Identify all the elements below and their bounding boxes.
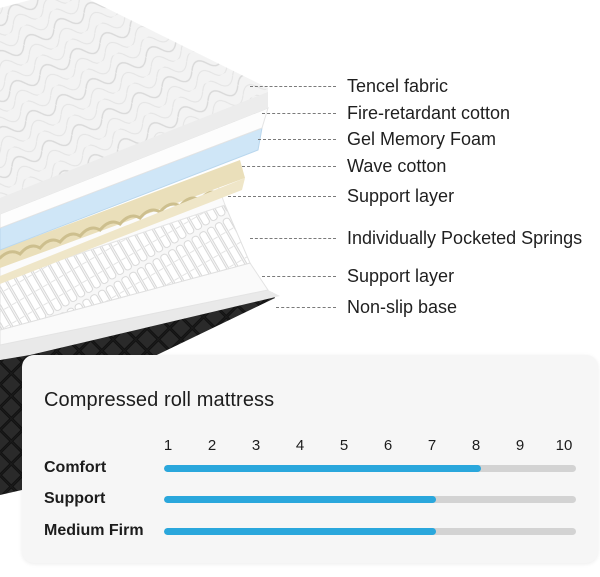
scale-number-3: 3: [251, 437, 261, 454]
scale-number-5: 5: [339, 437, 349, 454]
rating-fill-comfort: [164, 465, 482, 472]
rating-track-comfort: [164, 465, 576, 472]
rating-fill-support: [164, 496, 436, 503]
scale-number-10: 10: [555, 437, 573, 454]
layer-label-fire-retardant: Fire-retardant cotton: [347, 103, 511, 123]
layer-label-tencel: Tencel fabric: [347, 76, 449, 96]
leader-line-fire-retardant: [262, 113, 336, 114]
rating-track-medium-firm: [164, 528, 576, 535]
card-title: Compressed roll mattress: [44, 389, 275, 411]
scale-number-9: 9: [515, 437, 525, 454]
leader-line-support-upper: [228, 196, 336, 197]
rating-fill-medium-firm: [164, 528, 436, 535]
scale-number-6: 6: [383, 437, 393, 454]
rating-label-support: Support: [44, 490, 106, 507]
rating-track-support: [164, 496, 576, 503]
tencel-fabric-layer: [0, 0, 268, 214]
wave-cotton-layer: [0, 160, 245, 284]
layer-label-gel: Gel Memory Foam: [347, 129, 497, 149]
scale-number-8: 8: [471, 437, 481, 454]
scale-number-7: 7: [427, 437, 437, 454]
layer-label-support-lower: Support layer: [347, 266, 455, 286]
rating-label-medium-firm: Medium Firm: [44, 522, 144, 539]
non-slip-base-layer: [0, 290, 280, 495]
layer-label-springs: Individually Pocketed Springs: [347, 228, 583, 248]
layer-label-wave: Wave cotton: [347, 156, 447, 176]
firmness-rating-card: Compressed roll mattress 1 2 3 4 5 6 7 8 9 10 Com…: [22, 355, 598, 563]
layer-label-support-upper: Support layer: [347, 186, 455, 206]
leader-line-springs: [250, 238, 336, 239]
scale-number-1: 1: [163, 437, 173, 454]
leader-line-tencel: [250, 86, 336, 87]
leader-line-support-lower: [262, 276, 336, 277]
leader-line-wave: [242, 166, 336, 167]
scale-number-2: 2: [207, 437, 217, 454]
leader-line-base: [276, 307, 336, 308]
scale-number-4: 4: [295, 437, 305, 454]
leader-line-gel: [258, 139, 336, 140]
layer-label-base: Non-slip base: [347, 297, 458, 317]
rating-label-comfort: Comfort: [44, 459, 107, 476]
